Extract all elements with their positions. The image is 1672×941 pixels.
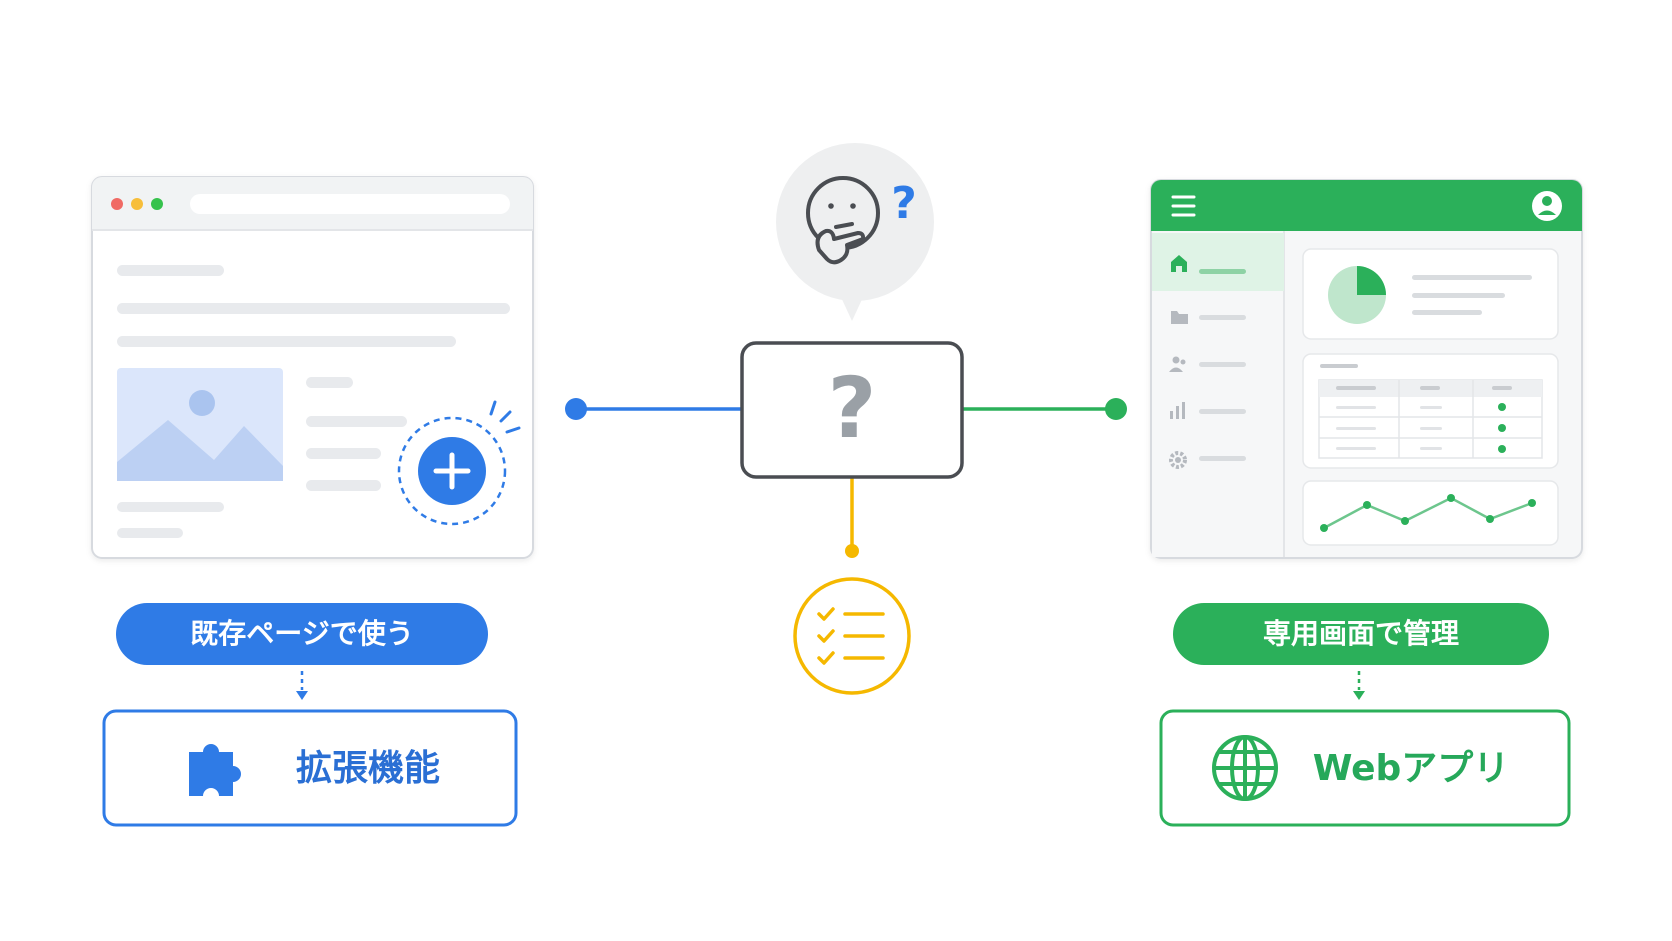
home-icon: [1171, 255, 1246, 274]
pill-label: 既存ページで使う: [190, 617, 413, 650]
menu-icon: [1171, 195, 1196, 217]
use-in-existing-page-pill: 既存ページで使う: [116, 603, 488, 665]
window-controls: [111, 198, 163, 210]
extension-result-box: 拡張機能: [102, 709, 518, 827]
pill-label: 専用画面で管理: [1263, 617, 1459, 650]
add-button-illustration: [397, 400, 521, 526]
image-placeholder-icon: [117, 368, 283, 481]
table-illustration: [1318, 364, 1543, 459]
line-chart-icon: [1320, 494, 1536, 532]
connectors: [565, 398, 1127, 558]
gear-icon: [1169, 451, 1246, 469]
checklist-icon: [793, 577, 911, 695]
address-bar: [190, 194, 510, 214]
folder-icon: [1171, 311, 1246, 324]
web-app-result-box: Webアプリ: [1159, 709, 1571, 827]
puzzle-piece-icon: [189, 744, 241, 796]
result-label: Webアプリ: [1313, 748, 1510, 789]
manage-in-dedicated-screen-pill: 専用画面で管理: [1173, 603, 1549, 665]
existing-page-mock: [91, 176, 534, 559]
decision-box: ?: [740, 341, 964, 479]
thinking-face-icon: [806, 176, 880, 265]
user-avatar-icon: [1532, 191, 1562, 221]
bar-chart-icon: [1170, 402, 1246, 419]
decision-question-mark: ?: [828, 359, 877, 457]
globe-icon: [1212, 735, 1278, 801]
users-icon: [1169, 356, 1246, 372]
thinking-bubble: ?: [776, 143, 934, 321]
bubble-question-mark: ?: [891, 178, 917, 229]
result-label: 拡張機能: [296, 748, 440, 789]
pie-chart-icon: [1328, 266, 1386, 324]
dashboard-mock: [1150, 179, 1583, 559]
